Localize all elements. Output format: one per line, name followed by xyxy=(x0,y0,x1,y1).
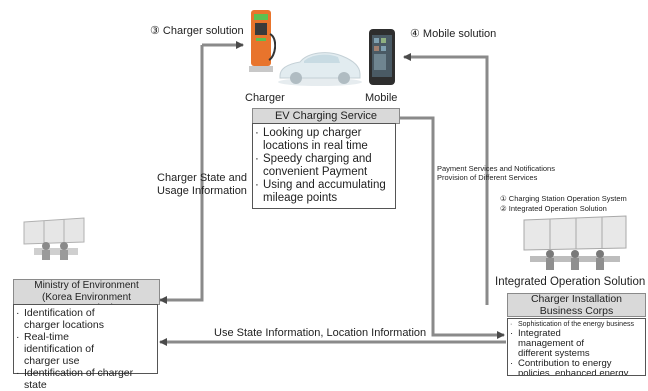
list-item: Contribution to energy policies, enhance… xyxy=(508,359,645,376)
list-item: Speedy charging and convenient Payment xyxy=(253,153,395,179)
corps-box: Sophistication of the energy business In… xyxy=(507,318,646,376)
operation-center-illustration xyxy=(520,214,630,274)
mobile-solution-label: ④ Mobile solution xyxy=(410,28,497,40)
ev-charger-icon xyxy=(249,10,277,72)
mobile-link-line xyxy=(403,53,489,305)
integrated-item-2: ② Integrated Operation Solution xyxy=(500,204,607,213)
corps-list: Sophistication of the energy business In… xyxy=(508,320,645,376)
corps-title-line1: Charger Installation xyxy=(530,293,623,305)
mobile-illustration xyxy=(368,28,396,86)
payment-services-label: Payment Services and Notifications Provi… xyxy=(437,164,555,182)
charger-illustration xyxy=(248,8,277,78)
operator-to-corps-line xyxy=(398,116,505,339)
ev-operator-list: Looking up charger locations in real tim… xyxy=(253,127,395,205)
mobile-label: Mobile xyxy=(365,92,398,104)
control-room-icon xyxy=(23,217,85,260)
integrated-item-1: ① Charging Station Operation System xyxy=(500,194,627,203)
monitoring-room-illustration xyxy=(18,214,90,266)
charger-label: Charger xyxy=(245,92,285,104)
list-item: Real-time identification of charger use xyxy=(14,331,157,367)
ev-operator-title: EV Charging Service Operator xyxy=(252,108,400,136)
list-item: Looking up charger locations in real tim… xyxy=(253,127,395,153)
list-item: Integrated management of different syste… xyxy=(508,329,645,359)
corps-title: Charger Installation Business Corps xyxy=(507,293,646,317)
car-icon xyxy=(278,52,362,86)
ev-operator-box: Looking up charger locations in real tim… xyxy=(252,123,396,209)
connector-lines xyxy=(159,41,506,346)
list-item: Using and accumulating mileage points xyxy=(253,179,395,205)
diagram-canvas: ③ Charger solution ④ Mobile solution Cha… xyxy=(0,0,648,378)
electric-car-illustration xyxy=(276,44,364,88)
list-item: Identification of charger locations xyxy=(14,307,157,331)
corps-title-line2: Business Corps xyxy=(539,304,614,317)
list-item: Sophistication of the energy business xyxy=(508,320,645,329)
ministry-title: Ministry of Environment (Korea Environme… xyxy=(13,279,160,314)
charger-solution-label: ③ Charger solution xyxy=(150,25,244,37)
charger-state-label: Charger State and Usage Information xyxy=(157,172,247,197)
charger-feedback-line xyxy=(159,45,204,304)
list-item: Identification of charger state xyxy=(14,367,157,391)
ministry-list: Identification of charger locations Real… xyxy=(14,307,157,391)
ministry-box: Identification of charger locations Real… xyxy=(13,304,158,391)
ministry-title-line1: Ministry of Environment xyxy=(34,280,139,291)
smartphone-icon xyxy=(369,29,395,85)
integrated-title: Integrated Operation Solution xyxy=(495,276,646,288)
use-state-label: Use State Information, Location Informat… xyxy=(214,327,427,339)
operation-center-icon xyxy=(523,215,627,270)
